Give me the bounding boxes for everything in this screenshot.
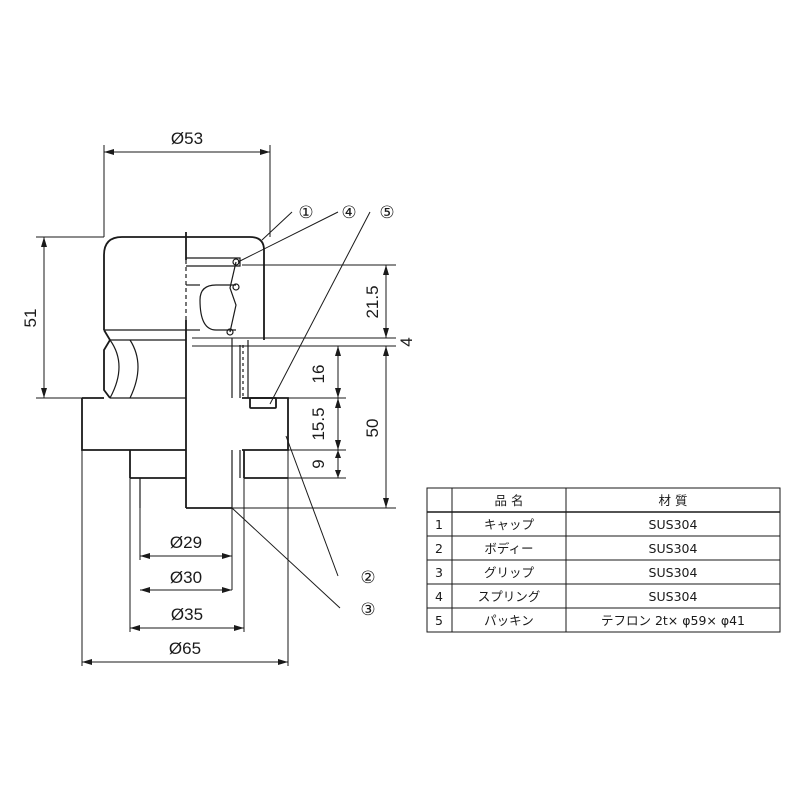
svg-text:SUS304: SUS304 [649, 517, 698, 532]
dim-d53: Ø53 [171, 129, 203, 148]
dim-h16: 16 [309, 365, 328, 384]
grip-part [247, 340, 277, 409]
svg-text:3: 3 [435, 565, 443, 580]
svg-text:SUS304: SUS304 [649, 565, 698, 580]
spring-mechanism [186, 257, 241, 336]
callout-bubbles: ① ④ ⑤ ② ③ [298, 203, 394, 620]
dim-h4: 4 [397, 337, 416, 346]
table-header-name: 品 名 [495, 493, 524, 508]
dim-h51: 51 [21, 309, 40, 328]
body-part [129, 232, 288, 509]
svg-text:1: 1 [435, 517, 443, 532]
dim-d29: Ø29 [170, 533, 202, 552]
dimension-lines [41, 149, 389, 665]
callout-5: ⑤ [379, 203, 394, 223]
hex-nut-part [103, 329, 186, 399]
callout-leaders [231, 211, 371, 609]
svg-text:キャップ: キャップ [484, 517, 535, 532]
svg-text:テフロン 2t× φ59× φ41: テフロン 2t× φ59× φ41 [601, 613, 745, 628]
table-row: 4 スプリング SUS304 [435, 589, 697, 604]
callout-1: ① [298, 203, 313, 223]
dim-d65: Ø65 [169, 639, 201, 658]
svg-text:4: 4 [435, 589, 443, 604]
dim-h9: 9 [309, 459, 328, 468]
parts-table: 品 名 材 質 1 キャップ SUS304 2 ボディー SUS304 3 グリ… [426, 487, 781, 633]
callout-4: ④ [341, 203, 356, 223]
table-row: 3 グリップ SUS304 [435, 565, 697, 580]
cap-part [103, 236, 265, 340]
svg-text:SUS304: SUS304 [649, 541, 698, 556]
svg-text:パッキン: パッキン [484, 613, 534, 628]
svg-text:ボディー: ボディー [484, 541, 533, 556]
callout-2: ② [360, 568, 375, 588]
dim-d35: Ø35 [171, 605, 203, 624]
svg-text:2: 2 [435, 541, 443, 556]
table-row: 1 キャップ SUS304 [435, 517, 697, 532]
table-header-material: 材 質 [659, 493, 688, 508]
svg-text:グリップ: グリップ [484, 565, 535, 580]
dim-h21-5: 21.5 [363, 285, 382, 318]
table-row: 5 パッキン テフロン 2t× φ59× φ41 [435, 613, 745, 628]
svg-text:スプリング: スプリング [478, 589, 541, 604]
svg-text:5: 5 [435, 613, 443, 628]
dimension-labels: Ø53 51 21.5 4 16 15.5 9 50 Ø29 Ø30 Ø35 Ø… [21, 129, 416, 658]
dim-h50: 50 [363, 419, 382, 438]
table-row: 2 ボディー SUS304 [435, 541, 697, 556]
callout-3: ③ [360, 600, 375, 620]
extension-lines [36, 145, 396, 666]
svg-text:SUS304: SUS304 [649, 589, 698, 604]
dim-h15-5: 15.5 [309, 407, 328, 440]
flange-part [81, 397, 289, 451]
dim-d30: Ø30 [170, 568, 202, 587]
